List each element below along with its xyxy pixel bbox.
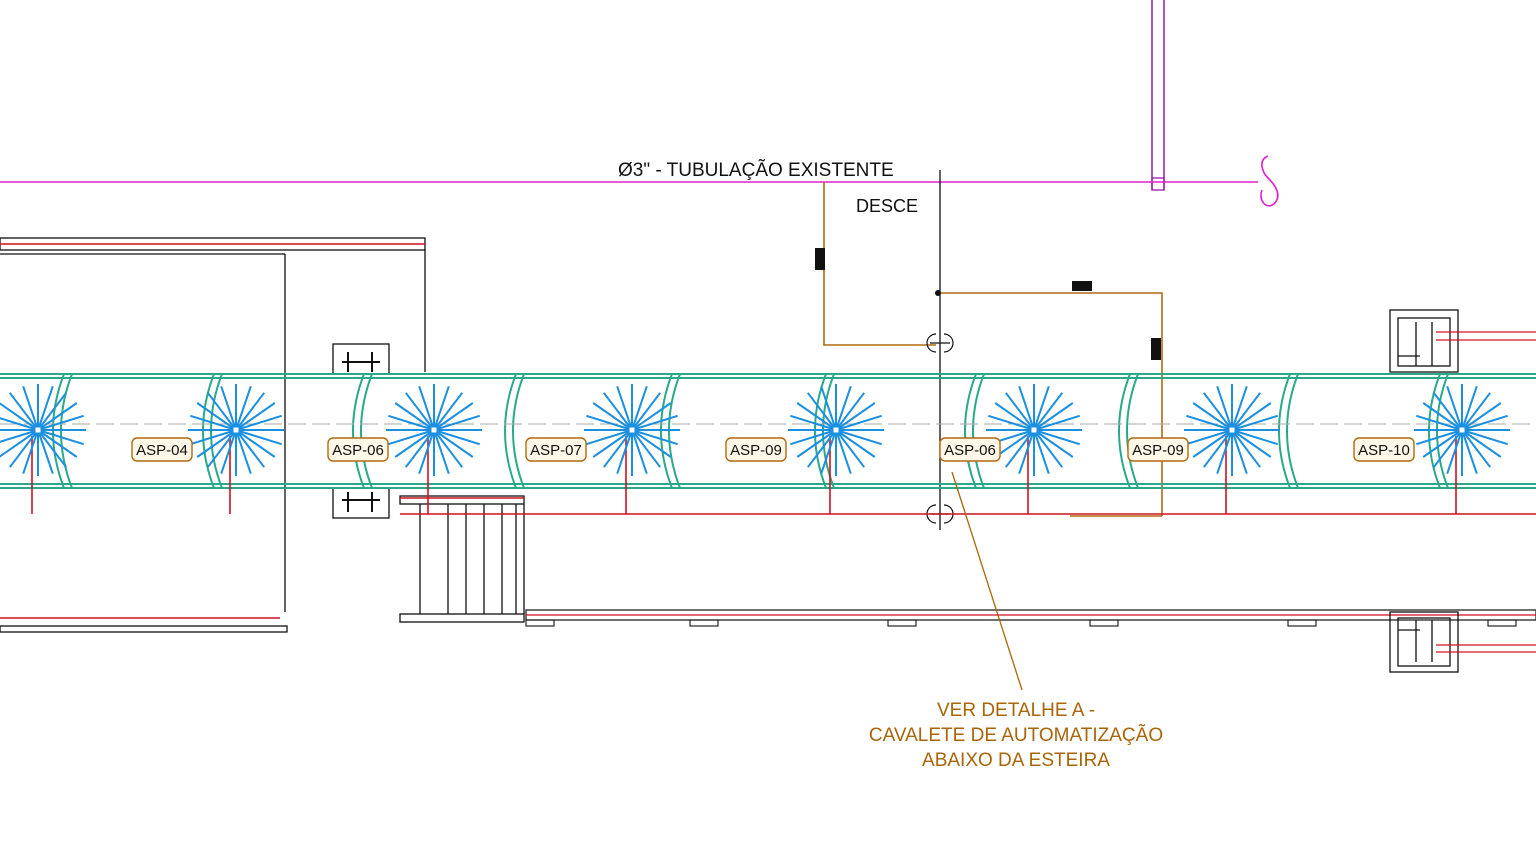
conveyor-roller [512,373,525,489]
right-red-lines [1436,331,1536,653]
nozzle-tag: ASP-06 [327,437,389,462]
nozzle-tag-label: ASP-09 [730,442,782,459]
conveyor-roller [1118,373,1131,489]
hanger-icons [342,352,380,512]
note-line-1: VER DETALHE A - [937,700,1095,721]
red-manifold [400,497,1536,515]
nozzle-tag-label: ASP-06 [944,442,996,459]
spray-nozzles [0,384,1510,476]
conveyor-roller [964,373,977,489]
support-frame [399,495,525,623]
spray-nozzle-icon [986,384,1082,476]
existing-pipe-line [0,155,1279,207]
break-symbol-icon [1260,155,1279,207]
conveyor-roller [972,373,985,489]
conveyor-roller [360,373,373,489]
nozzle-tag: ASP-04 [131,437,193,462]
detail-note: VER DETALHE A - CAVALETE DE AUTOMATIZAÇÃ… [869,700,1163,771]
spray-nozzle-icon [584,384,680,476]
note-leader-line [951,471,1023,691]
conveyor-roller [1278,373,1291,489]
conveyor-roller [1286,373,1299,489]
spray-nozzle-icon [0,384,86,476]
spray-nozzle-icon [788,384,884,476]
nozzle-tag: ASP-06 [939,437,1001,462]
note-line-2: CAVALETE DE AUTOMATIZAÇÃO [869,724,1163,746]
nozzle-tag: ASP-09 [1127,437,1189,462]
conveyor-belt [0,373,1536,489]
nozzle-tag: ASP-09 [725,437,787,462]
nozzle-tag: ASP-10 [1353,437,1415,462]
spray-nozzle-icon [188,384,284,476]
brown-branch-pipes [823,182,1163,517]
vertical-pipe [1151,0,1165,191]
conveyor-roller [352,373,365,489]
note-line-3: ABAIXO DA ESTEIRA [922,750,1110,771]
desce-label: DESCE [856,196,918,216]
nozzle-tag-label: ASP-09 [1132,442,1184,459]
lower-rail [525,609,1536,627]
nozzle-tag-label: ASP-04 [136,442,188,459]
pipe-label: Ø3" - TUBULAÇÃO EXISTENTE [618,159,894,181]
nozzle-tags: ASP-04 ASP-06 ASP-07 ASP-09 ASP-06 ASP-09 ASP-… [131,437,1415,462]
spray-nozzle-icon [1184,384,1280,476]
valve-blocks [815,248,1161,360]
conveyor-roller [1126,373,1139,489]
nozzle-tag-label: ASP-10 [1358,442,1410,459]
right-brackets [1389,309,1459,673]
left-structure-red [0,243,425,619]
spray-nozzle-icon [386,384,482,476]
conveyor-roller [504,373,517,489]
nozzle-tag-label: ASP-07 [530,442,582,459]
spray-nozzle-icon [1414,384,1510,476]
nozzle-tag: ASP-07 [525,437,587,462]
nozzle-tag-label: ASP-06 [332,442,384,459]
